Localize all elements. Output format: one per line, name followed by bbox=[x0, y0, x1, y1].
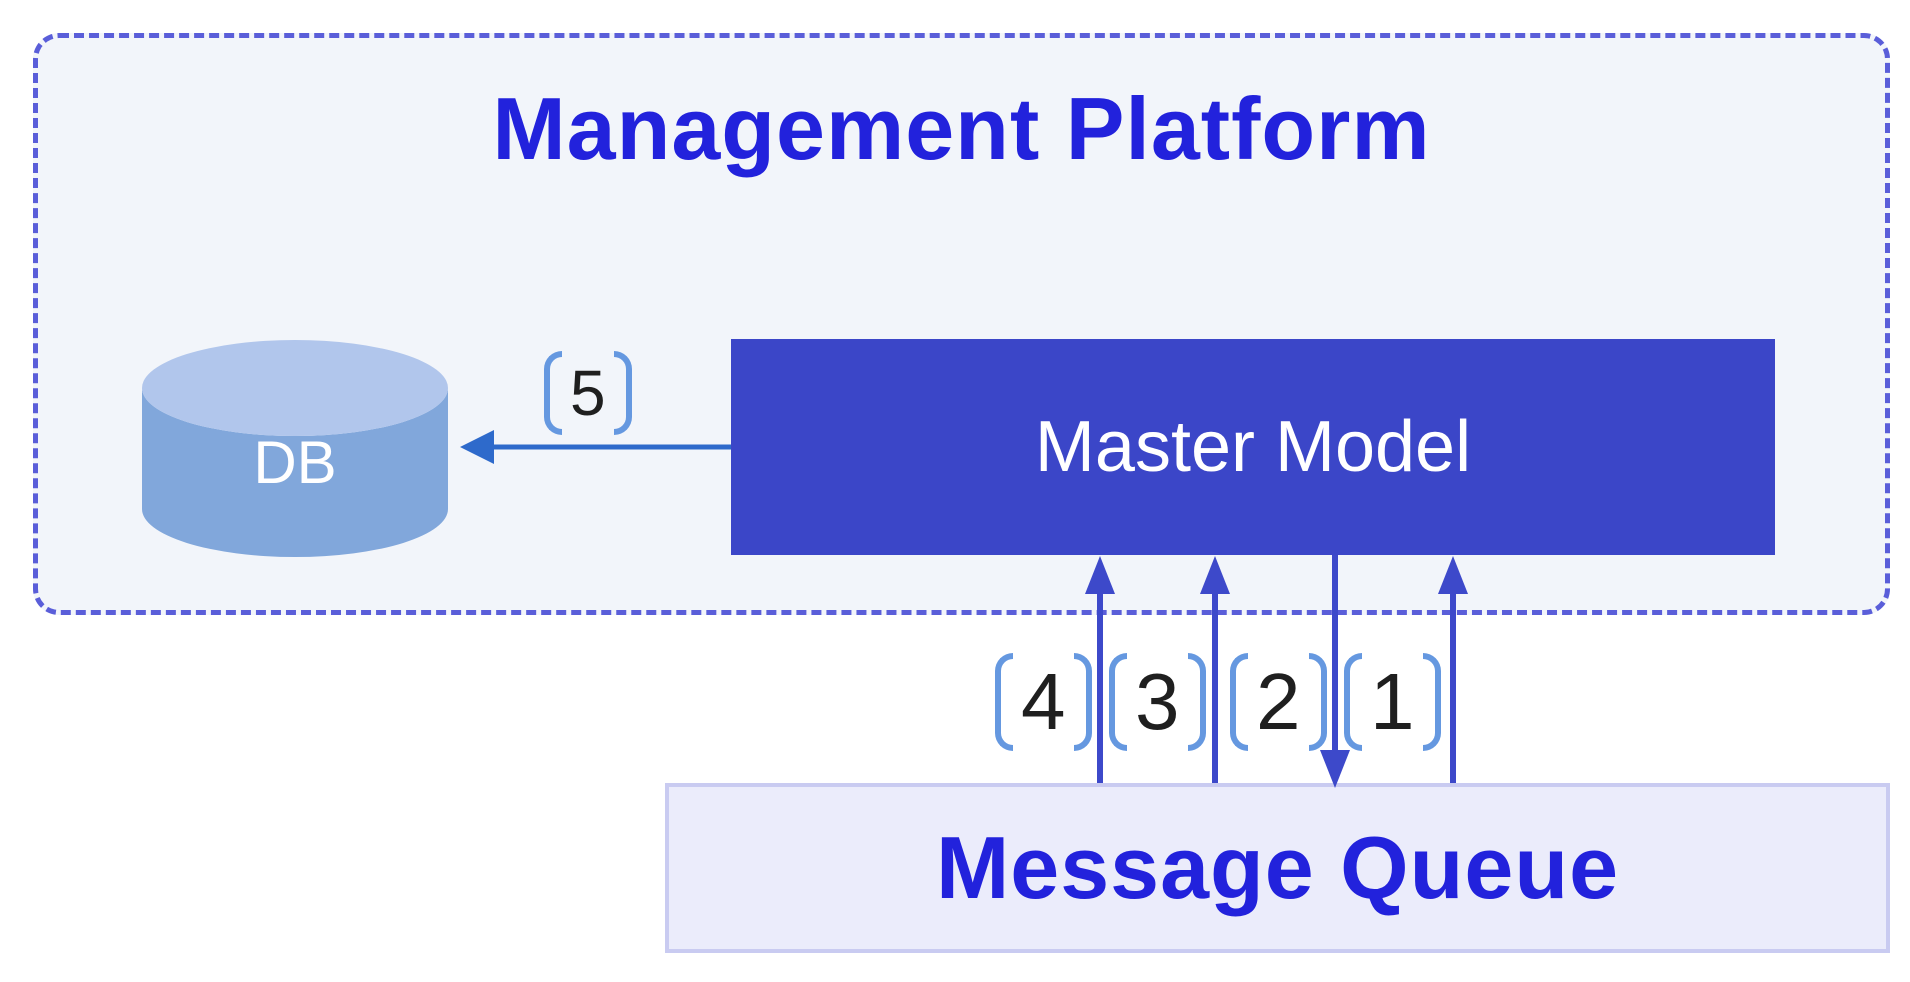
bracket-left-icon bbox=[1230, 653, 1248, 751]
db-cylinder-icon bbox=[142, 340, 448, 557]
step-number: 2 bbox=[1256, 657, 1301, 746]
step-label-2: 2 bbox=[1230, 653, 1327, 751]
bracket-left-icon bbox=[1344, 653, 1362, 751]
bracket-right-icon bbox=[1073, 653, 1092, 751]
bracket-right-icon bbox=[1422, 653, 1441, 751]
step-label-4: 4 bbox=[995, 653, 1092, 751]
step-number: 1 bbox=[1370, 657, 1415, 746]
message-queue-label: Message Queue bbox=[935, 818, 1620, 917]
message-queue-box: Message Queue bbox=[665, 783, 1890, 953]
step-number: 4 bbox=[1021, 657, 1066, 746]
step-label-1: 1 bbox=[1344, 653, 1441, 751]
master-model-box: Master Model bbox=[731, 339, 1775, 555]
bracket-right-icon bbox=[1187, 653, 1206, 751]
db-label: DB bbox=[253, 429, 337, 496]
management-platform-title: Management Platform bbox=[492, 79, 1431, 178]
master-model-label: Master Model bbox=[1034, 407, 1472, 487]
bracket-left-icon bbox=[544, 351, 562, 435]
step-number: 3 bbox=[1135, 657, 1180, 746]
db-cylinder-top bbox=[142, 340, 448, 436]
bracket-left-icon bbox=[995, 653, 1013, 751]
db-cylinder-body bbox=[142, 388, 448, 557]
step-label-5: 5 bbox=[544, 351, 632, 435]
step-number: 5 bbox=[570, 357, 606, 429]
bracket-left-icon bbox=[1109, 653, 1127, 751]
bracket-right-icon bbox=[613, 351, 632, 435]
bracket-right-icon bbox=[1308, 653, 1327, 751]
step-label-3: 3 bbox=[1109, 653, 1206, 751]
